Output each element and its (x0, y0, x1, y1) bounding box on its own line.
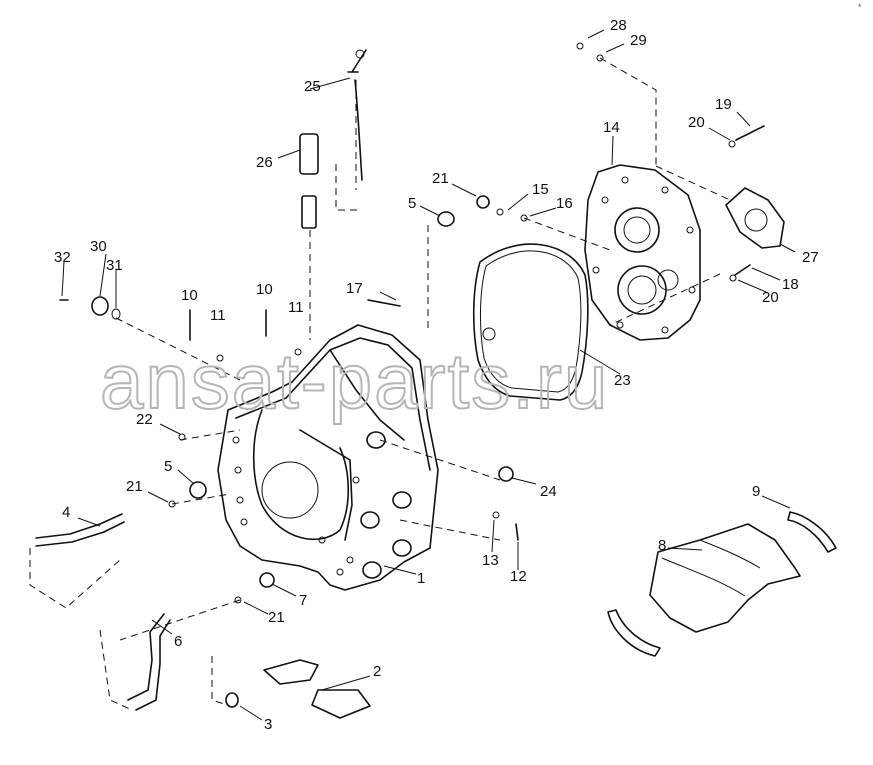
callout-11-left: 11 (210, 307, 226, 324)
callout-5-left: 5 (164, 458, 172, 475)
callout-22: 22 (136, 411, 153, 428)
callout-28: 28 (610, 17, 627, 34)
callout-9: 9 (752, 483, 760, 500)
callout-20-bottom: 20 (762, 289, 779, 306)
watermark-text: ansat-parts.ru (100, 337, 609, 425)
callout-13: 13 (482, 552, 499, 569)
callout-21-top: 21 (432, 170, 449, 187)
callout-2: 2 (373, 663, 381, 680)
callout-24: 24 (540, 483, 557, 500)
callout-30: 30 (90, 238, 107, 255)
shield (649, 523, 801, 633)
callout-32: 32 (54, 249, 71, 266)
callout-10-left: 10 (181, 287, 198, 304)
callout-5-top: 5 (408, 195, 416, 212)
assembly-lines (29, 57, 731, 711)
callout-26: 26 (256, 154, 273, 171)
callout-10-right: 10 (256, 281, 273, 298)
callout-19: 19 (715, 96, 732, 113)
callout-4: 4 (62, 504, 70, 521)
callout-7: 7 (299, 592, 307, 609)
callout-15: 15 (532, 181, 549, 198)
gasket (472, 243, 589, 401)
callout-23: 23 (614, 372, 631, 389)
callout-18: 18 (782, 276, 799, 293)
callout-17: 17 (346, 280, 363, 297)
callout-3: 3 (264, 716, 272, 733)
callout-27: 27 (802, 249, 819, 266)
callout-11-right: 11 (288, 299, 304, 316)
callout-16: 16 (556, 195, 573, 212)
callout-1: 1 (417, 570, 425, 587)
corner-mark: * (858, 2, 862, 12)
hoses (35, 513, 371, 719)
callout-6: 6 (174, 633, 182, 650)
front-cover (584, 164, 701, 341)
callout-labels: 1 2 3 4 5 5 6 7 8 9 10 10 11 11 12 13 14… (54, 17, 819, 733)
transmission-housing (217, 324, 439, 591)
callout-25: 25 (304, 78, 321, 95)
callout-29: 29 (630, 32, 647, 49)
callout-20-top: 20 (688, 114, 705, 131)
callout-21-bottom: 21 (268, 609, 285, 626)
cover-plate (725, 187, 785, 249)
callout-31: 31 (106, 257, 123, 274)
callout-21-left: 21 (126, 478, 143, 495)
hardware (59, 42, 765, 604)
callout-12: 12 (510, 568, 527, 585)
callout-8: 8 (658, 537, 666, 554)
dipstick (299, 49, 367, 229)
callout-14: 14 (603, 119, 620, 136)
leader-lines (61, 29, 796, 721)
bearing-shells (607, 511, 837, 657)
